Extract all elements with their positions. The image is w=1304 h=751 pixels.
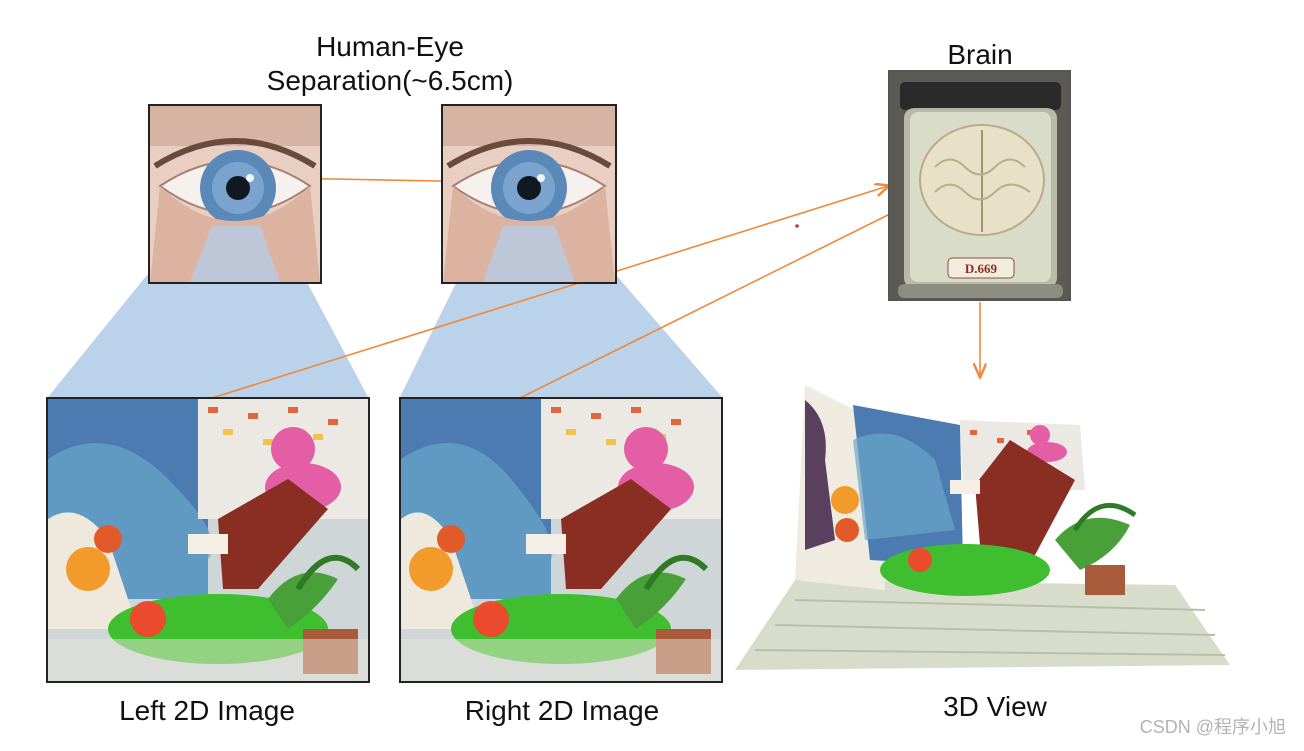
watermark: CSDN @程序小旭 [1139,717,1286,737]
3d-view-render [735,380,1230,675]
left-2d-image [46,397,370,683]
left-eye-photo [148,104,322,284]
3d-view-caption: 3D View [943,691,1047,722]
left-image-caption: Left 2D Image [119,695,295,726]
brain-title: Brain [947,39,1013,70]
brain-jar-photo: D.669 [888,70,1071,301]
right-image-caption: Right 2D Image [464,695,660,726]
eye-separation-title: Human-Eye Separation(~6.5cm) [266,31,514,96]
right-2d-image [399,397,723,683]
brain-jar-label: D.669 [965,261,998,276]
right-eye-photo [441,104,617,284]
